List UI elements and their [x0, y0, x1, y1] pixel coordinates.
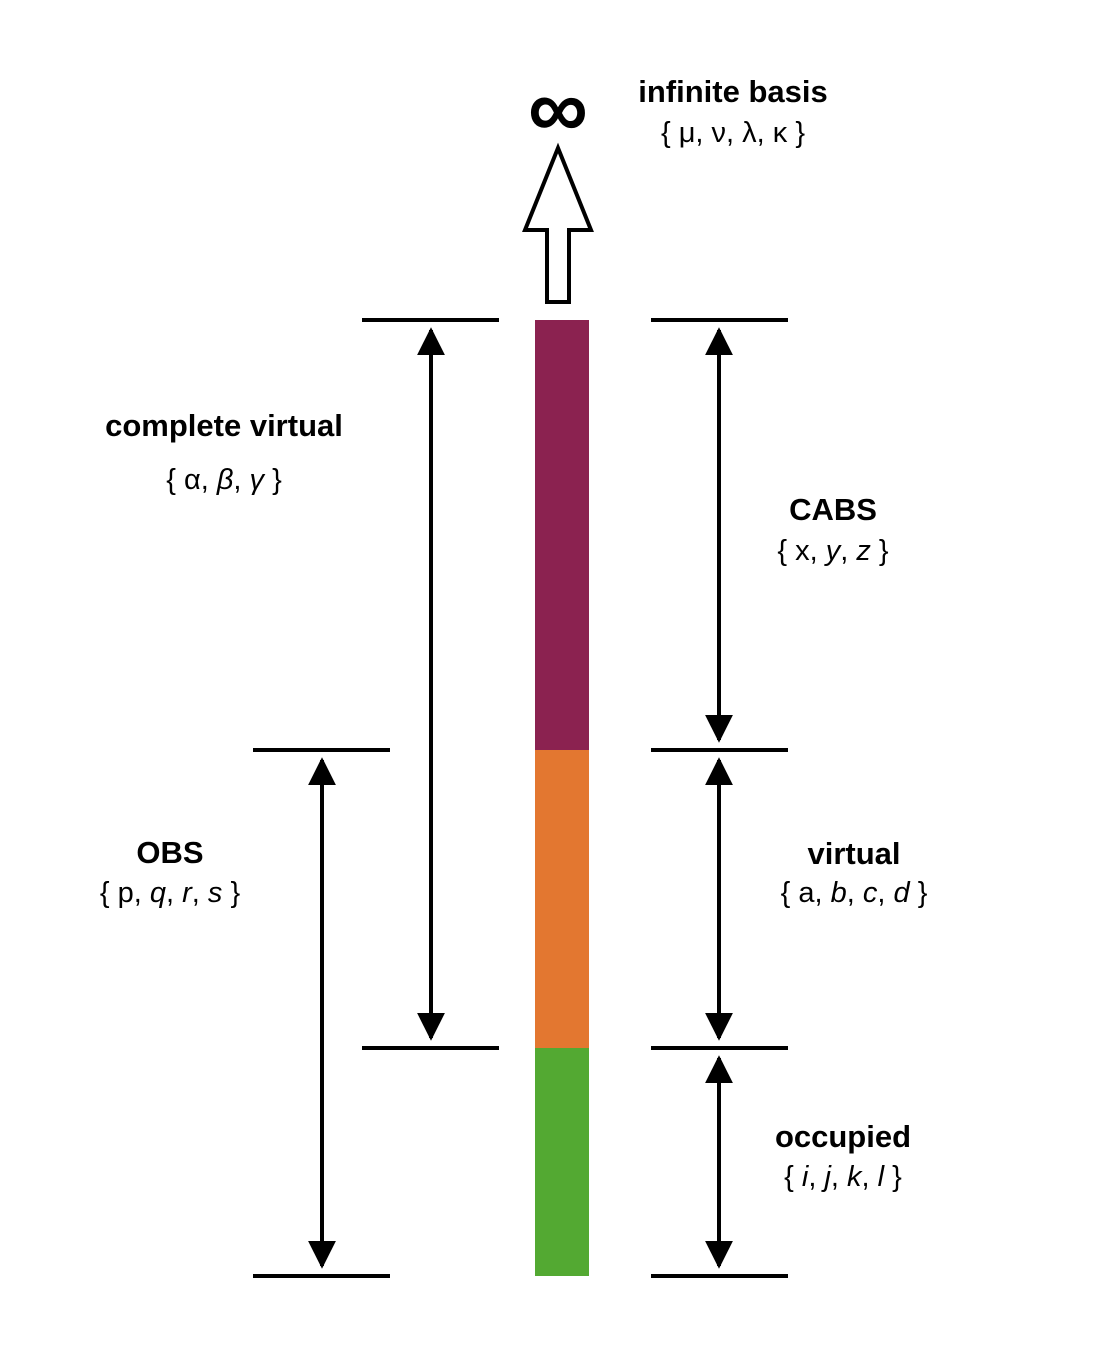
index-symbol: p — [117, 877, 134, 909]
index-symbol: λ — [742, 117, 757, 149]
index-symbol: y — [825, 535, 841, 567]
index-symbol: α — [183, 464, 201, 496]
cabs-segment — [535, 320, 589, 750]
index-symbol: r — [182, 877, 192, 909]
index-symbol: d — [893, 877, 910, 909]
virtual-indices: { a, b, c, d } — [780, 877, 928, 909]
infinite-basis-title: infinite basis — [638, 74, 828, 109]
index-symbol: q — [149, 877, 166, 909]
occupied-indices: { i, j, k, l } — [784, 1161, 902, 1193]
index-symbol: a — [798, 877, 815, 909]
index-symbol: ν — [711, 117, 727, 149]
complete-virtual-title: complete virtual — [105, 408, 343, 443]
obs-indices: { p, q, r, s } — [99, 877, 241, 909]
index-symbol: γ — [249, 464, 265, 496]
cabs-title: CABS — [789, 492, 877, 527]
occupied-title: occupied — [774, 1119, 912, 1154]
infinite-basis-arrow — [522, 142, 594, 304]
index-symbol: c — [862, 877, 878, 909]
index-symbol: β — [216, 464, 234, 496]
obs-title: OBS — [136, 835, 204, 870]
index-symbol: z — [856, 535, 871, 567]
complete-virtual-indices: { α, β, γ } — [166, 464, 282, 496]
index-symbol: x — [795, 535, 810, 567]
infinity-symbol: ∞ — [528, 61, 588, 155]
virtual-title: virtual — [807, 836, 901, 871]
index-symbol: l — [877, 1161, 885, 1193]
index-symbol: κ — [772, 117, 788, 149]
index-symbol: k — [847, 1161, 862, 1193]
occupied-segment — [535, 1048, 589, 1276]
infinite-basis-indices: { μ, ν, λ, κ } — [660, 117, 806, 149]
index-symbol: s — [207, 877, 223, 909]
index-symbol: j — [824, 1161, 831, 1193]
virtual-segment — [535, 750, 589, 1048]
index-symbol: b — [830, 877, 847, 909]
index-symbol: μ — [678, 117, 696, 149]
index-symbol: i — [801, 1161, 809, 1193]
cabs-indices: { x, y, z } — [777, 535, 889, 567]
